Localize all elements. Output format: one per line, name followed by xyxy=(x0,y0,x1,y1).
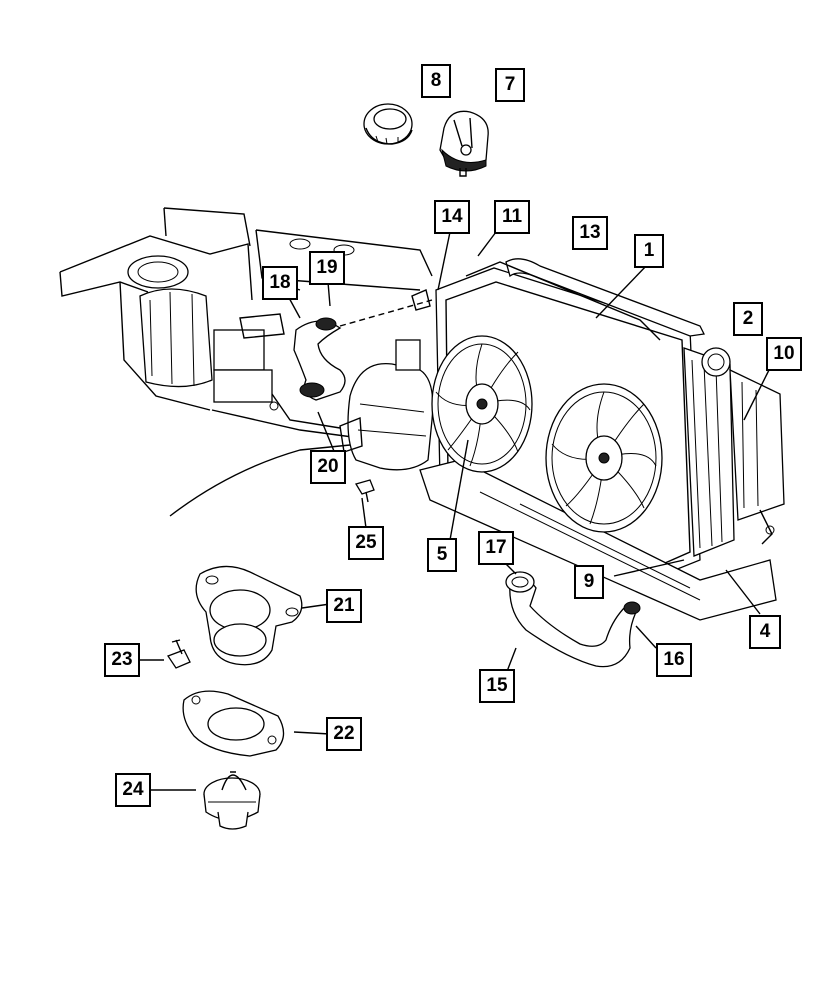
callout-7: 7 xyxy=(495,68,525,102)
callout-1: 1 xyxy=(634,234,664,268)
part-23-bolt-drawing xyxy=(167,639,191,669)
callout-16: 16 xyxy=(656,643,692,677)
callout-22: 22 xyxy=(326,717,362,751)
callout-21: 21 xyxy=(326,589,362,623)
callout-15: 15 xyxy=(479,669,515,703)
callout-19: 19 xyxy=(309,251,345,285)
lower-hose-drawing xyxy=(505,571,641,668)
callout-13: 13 xyxy=(572,216,608,250)
callout-17: 17 xyxy=(478,531,514,565)
callout-2: 2 xyxy=(733,302,763,336)
callout-9: 9 xyxy=(574,565,604,599)
callout-20: 20 xyxy=(310,450,346,484)
radiator-fan-assembly-drawing xyxy=(419,258,785,621)
part-21-housing-drawing xyxy=(195,565,303,666)
callout-14: 14 xyxy=(434,200,470,234)
part-8-cap-drawing xyxy=(363,103,413,145)
callout-23: 23 xyxy=(104,643,140,677)
callout-5: 5 xyxy=(427,538,457,572)
upper-hose-drawing xyxy=(293,289,433,401)
callout-25: 25 xyxy=(348,526,384,560)
part-22-gasket-drawing xyxy=(182,690,285,757)
part-25-bolt-drawing xyxy=(355,479,375,503)
callout-4: 4 xyxy=(749,615,781,649)
part-24-thermostat-drawing xyxy=(203,771,261,830)
leader-lines xyxy=(138,231,771,791)
callout-8: 8 xyxy=(421,64,451,98)
callout-11: 11 xyxy=(494,200,530,234)
part-7-cap-drawing xyxy=(439,110,489,177)
callout-24: 24 xyxy=(115,773,151,807)
part-20-reservoir-drawing xyxy=(339,339,434,471)
left-body-structure-drawing xyxy=(59,207,433,517)
callout-10: 10 xyxy=(766,337,802,371)
callout-18: 18 xyxy=(262,266,298,300)
